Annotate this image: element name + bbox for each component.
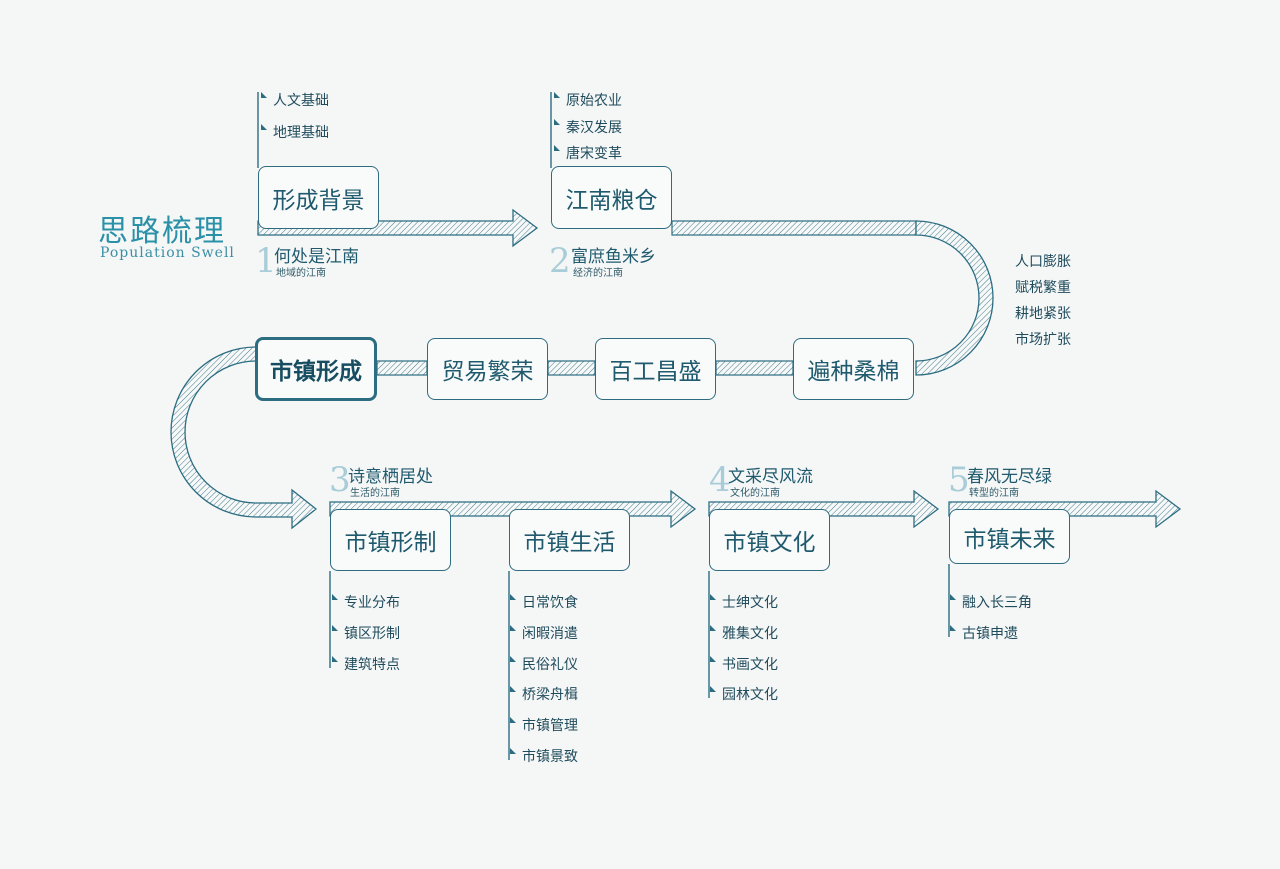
section-title-3: 诗意栖居处	[348, 467, 433, 487]
list-item-pressure: 赋税繁重	[1015, 280, 1071, 296]
section-title-1: 何处是江南	[274, 247, 359, 267]
list-item-future: 融入长三角	[950, 592, 1032, 612]
box-town-life[interactable]: 市镇生活	[509, 509, 630, 571]
list-item-form: 建筑特点	[332, 654, 400, 674]
list-item-granary: 唐宋变革	[554, 143, 622, 163]
section-title-5: 春风无尽绿	[967, 467, 1052, 487]
section-number-3: 3	[329, 460, 351, 500]
page-title: 思路梳理	[98, 214, 226, 249]
box-trade[interactable]: 贸易繁荣	[427, 338, 548, 400]
page-subtitle: Population Swell	[100, 245, 235, 261]
list-item-life: 闲暇消遣	[510, 623, 578, 643]
box-cotton[interactable]: 遍种桑棉	[793, 338, 914, 400]
box-town-culture[interactable]: 市镇文化	[709, 509, 830, 571]
box-crafts[interactable]: 百工昌盛	[595, 338, 716, 400]
list-item-form: 专业分布	[332, 592, 400, 612]
section-title-2: 富庶鱼米乡	[571, 247, 656, 267]
list-item-culture: 园林文化	[710, 684, 778, 704]
flow-band-top	[671, 220, 917, 236]
flow-curve-right	[915, 220, 994, 376]
flow-curve-left	[170, 346, 318, 530]
section-subtitle-4: 文化的江南	[730, 488, 780, 499]
section-number-1: 1	[255, 241, 277, 281]
section-subtitle-5: 转型的江南	[969, 488, 1019, 499]
list-item-background: 人文基础	[261, 90, 329, 110]
flow-arrow-1	[257, 208, 539, 248]
list-item-pressure: 人口膨胀	[1015, 254, 1071, 270]
flow-band-mid	[715, 360, 794, 376]
box-formation-background[interactable]: 形成背景	[258, 166, 379, 229]
flow-band-mid	[376, 360, 428, 376]
section-subtitle-1: 地域的江南	[276, 268, 326, 279]
list-item-pressure: 市场扩张	[1015, 332, 1071, 348]
list-item-culture: 士绅文化	[710, 592, 778, 612]
box-town-form[interactable]: 市镇形制	[330, 509, 451, 571]
list-item-life: 日常饮食	[510, 592, 578, 612]
list-item-form: 镇区形制	[332, 623, 400, 643]
list-item-future: 古镇申遗	[950, 623, 1018, 643]
box-granary[interactable]: 江南粮仓	[551, 166, 672, 229]
box-town-formation[interactable]: 市镇形成	[255, 337, 377, 401]
list-item-life: 民俗礼仪	[510, 654, 578, 674]
list-item-granary: 原始农业	[554, 90, 622, 110]
box-town-future[interactable]: 市镇未来	[949, 509, 1070, 564]
section-title-4: 文采尽风流	[728, 467, 813, 487]
section-number-2: 2	[549, 241, 571, 281]
section-subtitle-2: 经济的江南	[573, 268, 623, 279]
flow-band-mid	[547, 360, 596, 376]
list-item-life: 桥梁舟楫	[510, 684, 578, 704]
section-number-5: 5	[948, 460, 970, 500]
list-item-granary: 秦汉发展	[554, 117, 622, 137]
list-item-culture: 雅集文化	[710, 623, 778, 643]
section-subtitle-3: 生活的江南	[350, 488, 400, 499]
list-item-life: 市镇景致	[510, 746, 578, 766]
list-item-life: 市镇管理	[510, 715, 578, 735]
list-item-background: 地理基础	[261, 122, 329, 142]
list-item-culture: 书画文化	[710, 654, 778, 674]
section-number-4: 4	[709, 460, 731, 500]
list-item-pressure: 耕地紧张	[1015, 306, 1071, 322]
